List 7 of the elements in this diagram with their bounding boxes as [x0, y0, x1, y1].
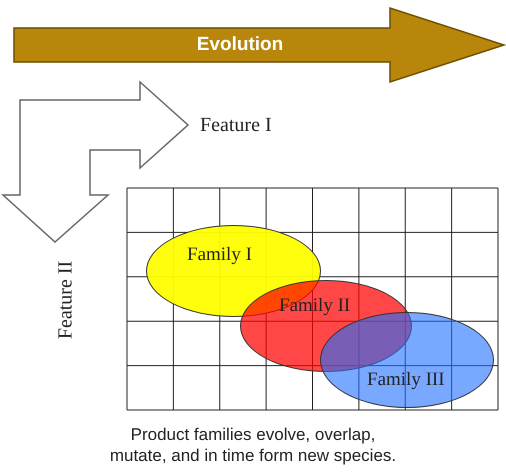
- family-label: Family III: [367, 369, 445, 391]
- axis-title: Evolution: [196, 34, 284, 56]
- axis-label: Feature I: [200, 114, 272, 137]
- axis-label: Feature II: [54, 260, 78, 340]
- family-label: Family I: [187, 244, 252, 266]
- family-label: Family II: [279, 295, 350, 317]
- caption: Product families evolve, overlap, mutate, and in time form new species.: [108, 424, 398, 466]
